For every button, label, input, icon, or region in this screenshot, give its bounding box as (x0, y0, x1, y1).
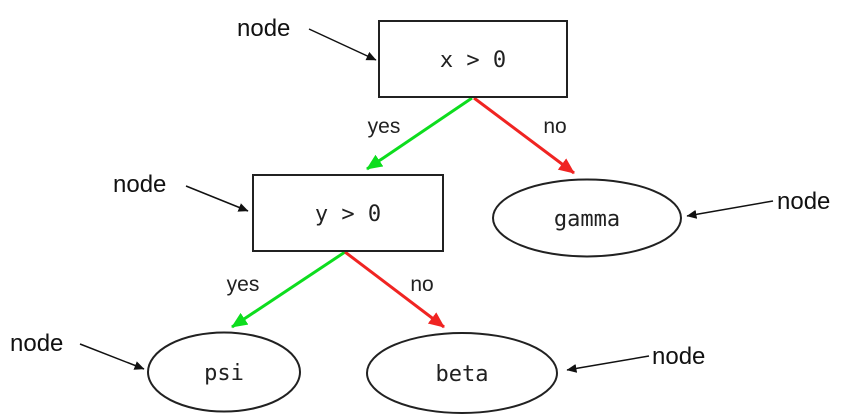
annotation-label-beta: node (652, 343, 705, 370)
decision-node-root (378, 20, 568, 98)
annotation-label-gamma: node (777, 188, 830, 215)
edge-yes-root-to-left (366, 96, 473, 171)
leaf-node-psi (147, 331, 301, 413)
leaf-node-gamma-label: gamma (554, 207, 620, 232)
leaf-node-beta-label: beta (436, 362, 489, 387)
annotation-arrow-left (185, 185, 249, 212)
edge-yes-left-to-psi (231, 250, 346, 329)
edge-label-yes-2: yes (227, 273, 260, 296)
decision-node-root-label: x > 0 (440, 48, 506, 73)
edge-label-no-2: no (410, 273, 433, 296)
decision-node-left-label: y > 0 (315, 202, 381, 227)
annotation-arrow-beta (566, 355, 650, 373)
annotation-arrow-gamma (686, 200, 774, 219)
edge-label-no-1: no (543, 115, 566, 138)
leaf-node-psi-label: psi (204, 361, 244, 386)
annotation-arrow-root (308, 28, 377, 61)
decision-node-left (252, 174, 444, 252)
edge-no-root-to-gamma (473, 96, 575, 175)
annotation-label-psi: node (10, 330, 63, 357)
edge-no-left-to-beta (344, 250, 445, 329)
annotation-label-left: node (113, 171, 166, 198)
annotation-label-root: node (237, 15, 290, 42)
leaf-node-gamma (492, 178, 682, 258)
edge-label-yes-1: yes (368, 115, 401, 138)
annotation-arrow-psi (79, 343, 145, 370)
leaf-node-beta (366, 332, 558, 414)
